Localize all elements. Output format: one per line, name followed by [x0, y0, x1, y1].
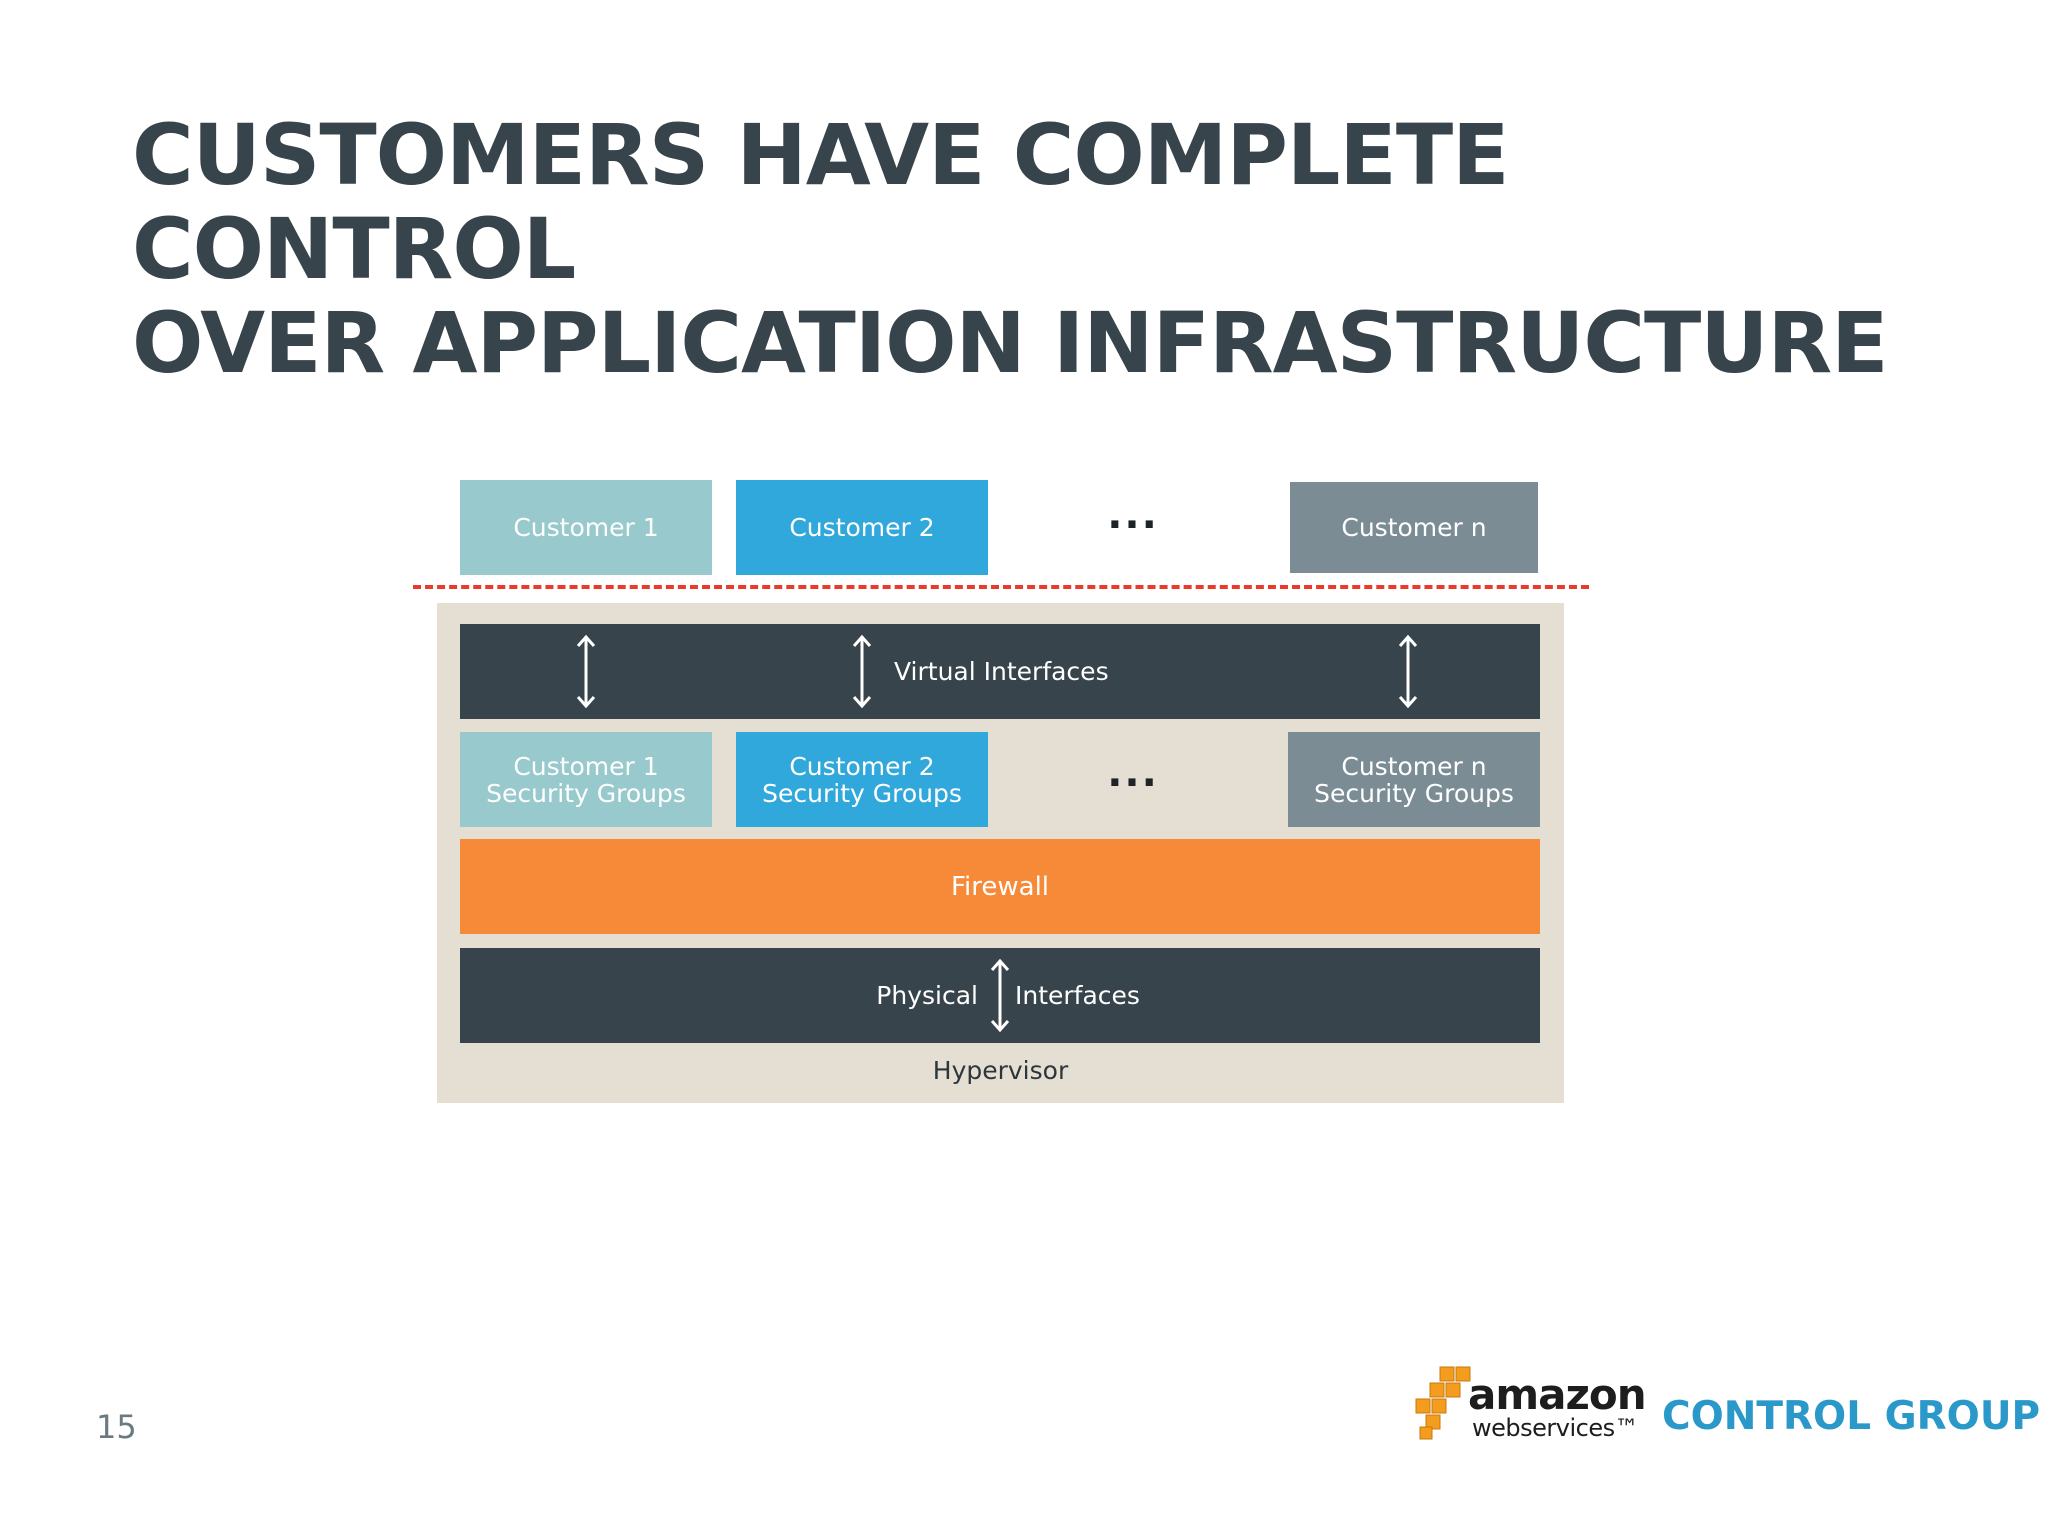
sg-1-line-1: Customer 1: [513, 751, 659, 781]
sg-n-line-1: Customer n: [1341, 751, 1487, 781]
page-number: 15: [96, 1408, 137, 1446]
slide-title-line-2: OVER APPLICATION INFRASTRUCTURE: [132, 294, 1889, 392]
virtual-interfaces-band: Virtual Interfaces: [460, 624, 1540, 719]
sg-2-line-1: Customer 2: [789, 751, 935, 781]
slide-title-line-1: CUSTOMERS HAVE COMPLETE CONTROL: [132, 106, 1510, 298]
trust-boundary-line: [413, 585, 1589, 589]
vertical-double-arrow-icon: [1398, 634, 1418, 709]
aws-cubes-icon: [1415, 1366, 1471, 1440]
control-group-logo: CONTROL GROUP: [1662, 1394, 2041, 1439]
vertical-double-arrow-icon: [990, 958, 1010, 1033]
physical-label: Physical: [876, 981, 978, 1010]
security-groups-ellipsis: ...: [1107, 750, 1159, 796]
customer-n-security-groups: Customer n Security Groups: [1288, 732, 1540, 827]
physical-interfaces-band: Physical Interfaces: [460, 948, 1540, 1043]
sg-1-line-2: Security Groups: [486, 778, 686, 808]
customer-1-box: Customer 1: [460, 480, 712, 575]
firewall-label: Firewall: [950, 871, 1050, 902]
slide-title: CUSTOMERS HAVE COMPLETE CONTROL OVER APP…: [132, 108, 1932, 390]
vertical-double-arrow-icon: [852, 634, 872, 709]
customer-ellipsis: ...: [1107, 492, 1159, 538]
customer-1-security-groups: Customer 1 Security Groups: [460, 732, 712, 827]
hypervisor-label: Hypervisor: [932, 1056, 1069, 1085]
aws-wordmark: amazon: [1468, 1370, 1647, 1419]
customer-2-label: Customer 2: [789, 513, 935, 542]
aws-subtitle: webservices™: [1472, 1414, 1639, 1442]
virtual-interfaces-label: Virtual Interfaces: [894, 657, 1109, 686]
interfaces-label: Interfaces: [1015, 981, 1140, 1010]
sg-2-line-2: Security Groups: [762, 778, 962, 808]
customer-n-box: Customer n: [1290, 482, 1538, 573]
customer-2-box: Customer 2: [736, 480, 988, 575]
firewall-band: Firewall: [460, 839, 1540, 934]
aws-logo: amazon webservices™: [1410, 1365, 1647, 1445]
customer-n-label: Customer n: [1341, 513, 1487, 542]
customer-2-security-groups: Customer 2 Security Groups: [736, 732, 988, 827]
customer-1-label: Customer 1: [513, 513, 659, 542]
sg-n-line-2: Security Groups: [1314, 778, 1514, 808]
vertical-double-arrow-icon: [576, 634, 596, 709]
